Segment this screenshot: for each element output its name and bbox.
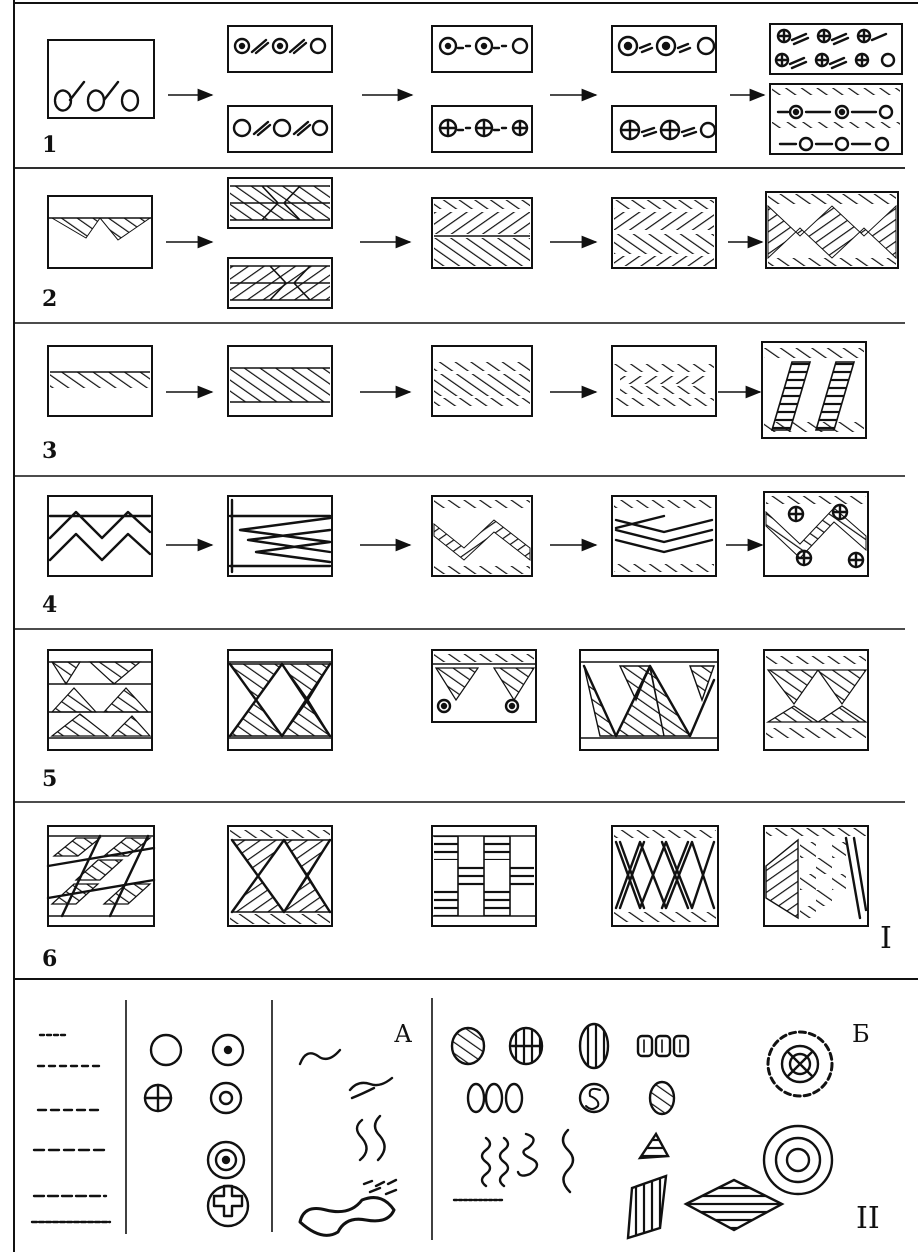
- circle-elements: [145, 1035, 248, 1226]
- s-curve-elements: [300, 1050, 396, 1235]
- element-catalogue: А Б: [32, 998, 880, 1240]
- stroke-elements: [32, 1035, 110, 1222]
- group-label-b: Б: [852, 1020, 870, 1048]
- row-5: 5: [42, 650, 868, 792]
- motif-box: [228, 106, 332, 152]
- concentric-circle-icon: [764, 1126, 832, 1194]
- oval-elements: [452, 1024, 832, 1238]
- row-label: 4: [42, 592, 57, 618]
- wave-elements: [482, 1130, 573, 1192]
- row-4: 4: [42, 492, 868, 618]
- motif-box: [48, 40, 154, 118]
- motif-box: [48, 196, 152, 268]
- row-label: 1: [42, 132, 57, 158]
- row-label: 5: [42, 766, 57, 792]
- row-label: 3: [42, 438, 57, 464]
- row-6: I 6: [42, 826, 892, 972]
- row-label: 2: [42, 286, 57, 312]
- row-label: 6: [42, 946, 57, 972]
- row-2: 2: [42, 178, 898, 312]
- row-1: 1: [42, 24, 902, 158]
- row-3: 3: [42, 342, 866, 464]
- group-label-a: А: [394, 1020, 412, 1048]
- rosette-icon: [768, 1032, 832, 1096]
- part-label-lower: II: [856, 1201, 880, 1236]
- part-label-upper: I: [880, 921, 892, 956]
